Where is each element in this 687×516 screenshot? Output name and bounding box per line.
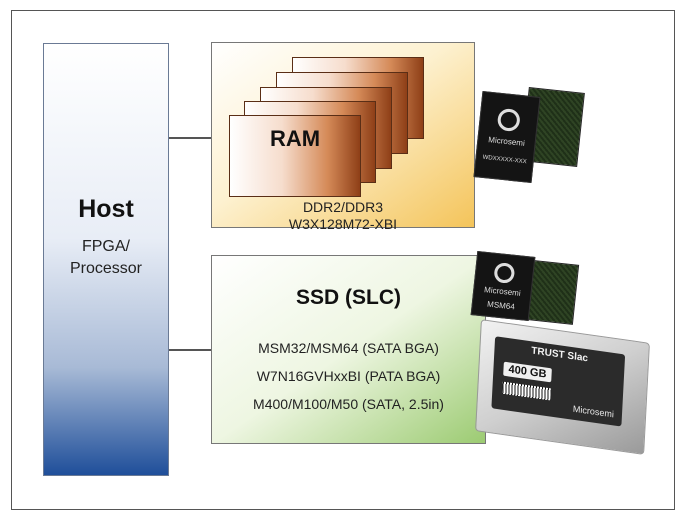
host-ram-connector: [169, 137, 211, 139]
ssd-line-1: MSM32/MSM64 (SATA BGA): [258, 340, 439, 356]
ssd-chip-marking: MSM64: [486, 299, 516, 312]
ram-chip-brand: Microsemi: [487, 135, 526, 148]
ram-title: RAM: [269, 126, 321, 151]
drive-brand-logo: Microsemi: [572, 403, 615, 420]
ssd-line-2: W7N16GVHxxBI (PATA BGA): [256, 368, 441, 384]
microsemi-logo-icon: [496, 107, 521, 133]
ram-block: RAM DDR2/DDR3 W3X128M72-XBI: [211, 42, 475, 232]
drive-capacity: 400 GB: [503, 361, 552, 383]
ram-line-2: W3X128M72-XBI: [288, 216, 398, 232]
ssd-title: SSD (SLC): [296, 286, 401, 309]
ram-line-1: DDR2/DDR3: [302, 199, 384, 215]
ssd-chip-front-image: Microsemi MSM64: [470, 250, 536, 322]
microsemi-logo-icon: [493, 261, 516, 285]
host-line-1: FPGA/: [81, 238, 130, 255]
host-subtitle: FPGA/ Processor: [44, 236, 168, 280]
host-title: Host: [78, 195, 134, 223]
barcode-icon: [502, 381, 551, 401]
ram-chip-marking: WDXXXXX-XXX: [482, 154, 527, 166]
host-block: Host FPGA/ Processor: [43, 43, 169, 476]
ssd-line-3: M400/M100/M50 (SATA, 2.5in): [253, 396, 444, 412]
host-line-2: Processor: [69, 260, 143, 277]
drive-label: TRUST Slac 400 GB Microsemi: [491, 336, 626, 427]
ssd-chip-brand: Microsemi: [483, 285, 522, 298]
host-ssd-connector: [169, 349, 211, 351]
ssd-drive-image: TRUST Slac 400 GB Microsemi: [475, 319, 650, 455]
ssd-block: SSD (SLC) MSM32/MSM64 (SATA BGA) W7N16GV…: [211, 255, 486, 444]
ram-module-card: [229, 115, 361, 197]
ram-chip-front-image: Microsemi WDXXXXX-XXX: [473, 90, 541, 184]
